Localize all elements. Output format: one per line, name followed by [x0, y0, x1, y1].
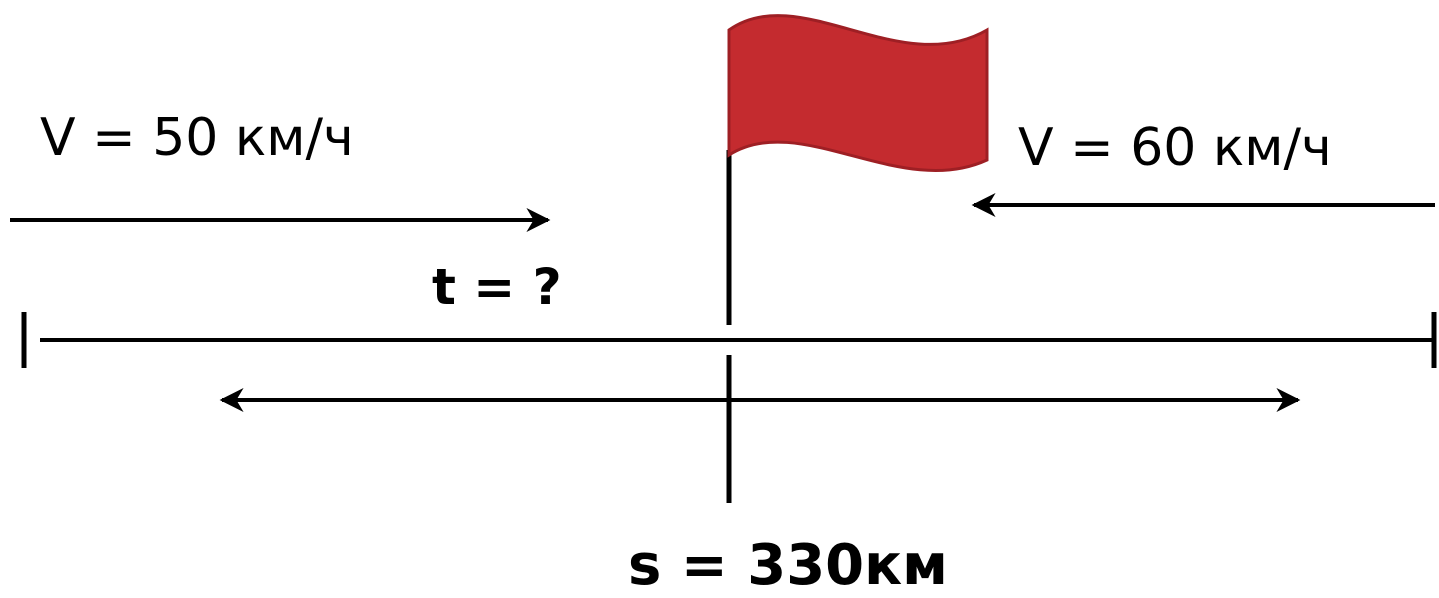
right-speed-label: V = 60 км/ч: [1018, 118, 1332, 178]
distance-label: s = 330км: [628, 533, 948, 598]
left-speed-label: V = 50 км/ч: [40, 108, 354, 168]
time-label: t = ?: [432, 258, 562, 316]
red-flag-icon: [727, 14, 989, 172]
